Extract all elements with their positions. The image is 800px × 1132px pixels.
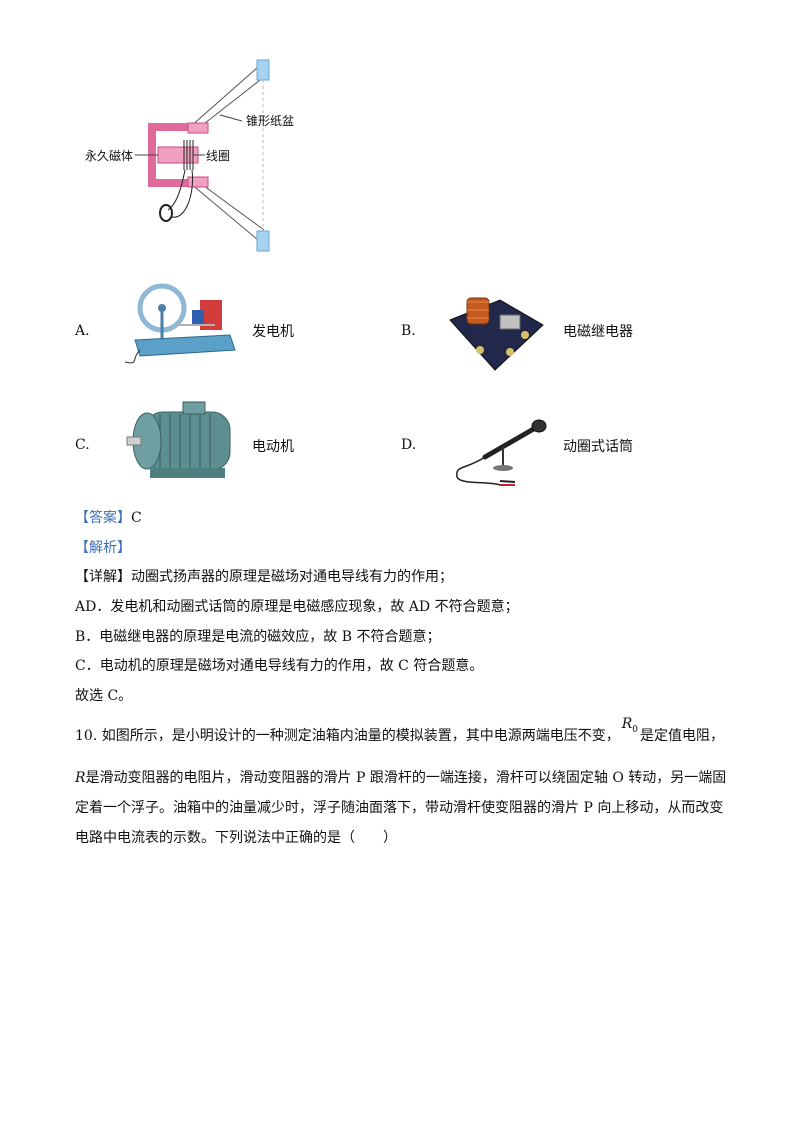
detail-line-3: B．电磁继电器的原理是电流的磁效应，故 B 不符合题意； bbox=[75, 629, 441, 645]
cone-label: 锥形纸盆 bbox=[246, 114, 295, 128]
speaker-diagram-svg bbox=[135, 59, 270, 252]
option-a-letter: A. bbox=[75, 323, 90, 339]
r0-main: R bbox=[621, 716, 633, 732]
answer-tag: 【答案】 bbox=[75, 510, 131, 526]
r0-sub: 0 bbox=[632, 724, 638, 735]
r-symbol: R bbox=[75, 770, 86, 786]
option-d-text: 动圈式话筒 bbox=[563, 439, 633, 455]
question-10-line-4: 电路中电流表的示数。下列说法中正确的是（ ） bbox=[75, 830, 397, 846]
question-10-text-1b: 是定值电阻， bbox=[640, 728, 724, 744]
magnet-label: 永久磁体 bbox=[85, 149, 134, 163]
microphone-image bbox=[445, 415, 550, 490]
relay-image bbox=[445, 280, 545, 375]
detail-line-4: C．电动机的原理是磁场对通电导线有力的作用，故 C 符合题意。 bbox=[75, 658, 484, 674]
question-10-line-1: 10. 如图所示，是小明设计的一种测定油箱内油量的模拟装置，其中电源两端电压不变… bbox=[75, 716, 724, 752]
detail-line-5: 故选 C。 bbox=[75, 688, 133, 704]
question-10-text-1a: 10. 如图所示，是小明设计的一种测定油箱内油量的模拟装置，其中电源两端电压不变… bbox=[75, 728, 620, 744]
option-b-text: 电磁继电器 bbox=[563, 324, 633, 340]
detail-line-2: AD．发电机和动圈式话筒的原理是电磁感应现象，故 AD 不符合题意； bbox=[75, 599, 519, 615]
r0-symbol: R0 bbox=[622, 714, 638, 740]
speaker-diagram: 锥形纸盆 永久磁体 线圈 bbox=[80, 55, 320, 260]
option-c-text: 电动机 bbox=[252, 439, 294, 455]
question-10-text-2: 是滑动变阻器的电阻片，滑动变阻器的滑片 P 跟滑杆的一端连接，滑杆可以绕固定轴 … bbox=[85, 770, 727, 786]
generator-image bbox=[120, 280, 240, 370]
question-10-line-3: 定着一个浮子。油箱中的油量减少时，浮子随油面落下，带动滑杆使变阻器的滑片 P 向… bbox=[75, 800, 724, 816]
motor-image bbox=[125, 400, 240, 485]
answer-line: 【答案】C bbox=[75, 508, 142, 528]
analysis-tag: 【解析】 bbox=[75, 540, 131, 556]
detail-tag: 【详解】 bbox=[75, 569, 131, 585]
answer-value: C bbox=[131, 510, 142, 526]
option-b-letter: B. bbox=[401, 323, 416, 339]
detail-line-1: 【详解】动圈式扬声器的原理是磁场对通电导线有力的作用； bbox=[75, 567, 453, 587]
coil-label: 线圈 bbox=[206, 149, 231, 163]
question-10-line-2: R是滑动变阻器的电阻片，滑动变阻器的滑片 P 跟滑杆的一端连接，滑杆可以绕固定轴… bbox=[75, 768, 726, 788]
option-c-letter: C. bbox=[75, 437, 90, 453]
option-d-letter: D. bbox=[401, 437, 417, 453]
detail-text-1: 动圈式扬声器的原理是磁场对通电导线有力的作用； bbox=[131, 569, 453, 585]
option-a-text: 发电机 bbox=[252, 324, 294, 340]
